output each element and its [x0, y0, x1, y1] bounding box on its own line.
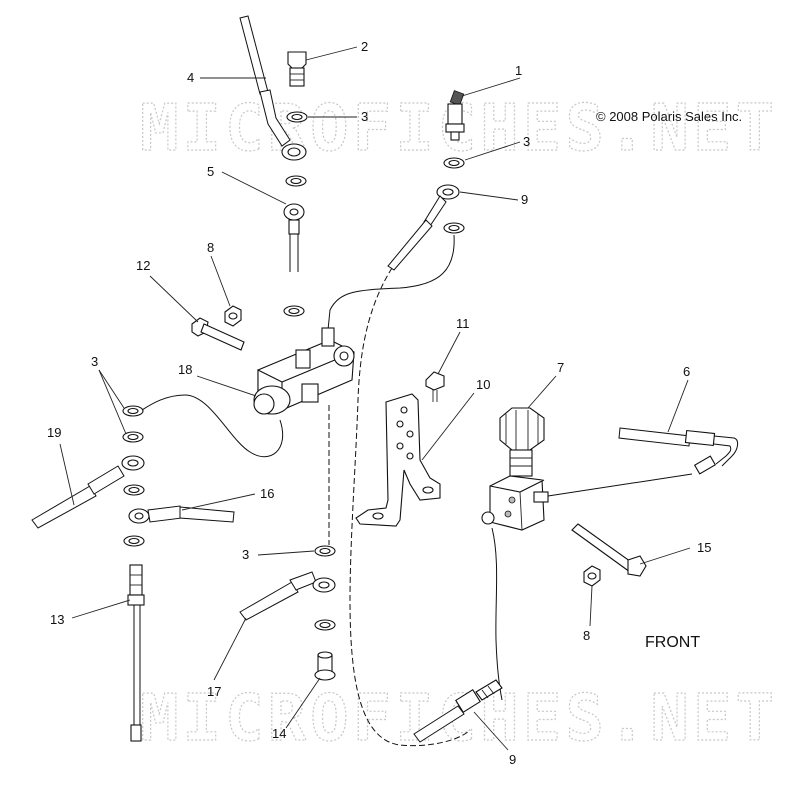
copyright-text: © 2008 Polaris Sales Inc. [596, 109, 742, 124]
part-9-brake-line-lower [413, 679, 503, 743]
part-2-banjo-bolt [287, 51, 307, 87]
part-4-brake-line [239, 15, 307, 161]
callout-16: 16 [260, 486, 274, 501]
callout-18: 18 [178, 362, 192, 377]
part-3-washers [122, 111, 465, 631]
callout-10: 10 [476, 377, 490, 392]
part-1-bleeder [445, 90, 465, 141]
callout-15: 15 [697, 540, 711, 555]
part-18-junction-block [141, 327, 355, 545]
callouts: 1 2 3 3 4 5 3 9 8 12 11 10 7 6 18 19 16 … [47, 39, 711, 767]
part-10-bracket [355, 393, 441, 527]
part-6-brake-line [618, 427, 739, 475]
watermark-bottom: MICROFICHES.NET [140, 682, 778, 756]
part-5-fitting [283, 203, 305, 272]
callout-11: 11 [456, 316, 470, 331]
callout-3: 3 [523, 134, 530, 149]
part-11-screw [425, 371, 445, 402]
part-8-nut-upper [224, 305, 242, 327]
part-12-bolt [191, 317, 245, 351]
callout-6: 6 [683, 364, 690, 379]
callout-4: 4 [187, 70, 194, 85]
callout-1: 1 [515, 63, 522, 78]
part-17-brake-line [239, 571, 336, 621]
part-7-valve [481, 407, 693, 701]
callout-2: 2 [361, 39, 368, 54]
part-14-banjo-bolt [314, 651, 336, 681]
callout-9: 9 [521, 192, 528, 207]
part-19-hose [31, 455, 145, 529]
callout-17: 17 [207, 684, 221, 699]
part-15-bolt [571, 523, 647, 577]
callout-19: 19 [47, 425, 61, 440]
callout-7: 7 [557, 360, 564, 375]
callout-3: 3 [242, 547, 249, 562]
callout-9: 9 [509, 752, 516, 767]
callout-13: 13 [50, 612, 64, 627]
callout-3: 3 [361, 109, 368, 124]
part-9-brake-line-upper [327, 184, 471, 747]
callout-5: 5 [207, 164, 214, 179]
part-8-nut-lower [583, 565, 601, 587]
callout-3: 3 [91, 354, 98, 369]
part-16-hose [128, 505, 235, 524]
front-label: FRONT [645, 634, 700, 651]
callout-12: 12 [136, 258, 150, 273]
callout-8: 8 [207, 240, 214, 255]
leader-lines [59, 46, 691, 751]
callout-8: 8 [583, 628, 590, 643]
part-13-brake-line [127, 564, 145, 742]
callout-14: 14 [272, 726, 286, 741]
